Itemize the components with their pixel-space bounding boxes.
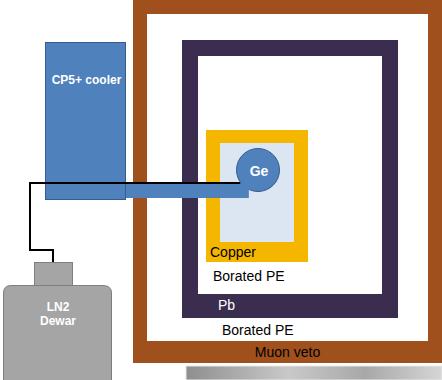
node-label: Pb [218,297,235,313]
ln2-dewar: LN2 Dewar [3,262,112,380]
node-label: Borated PE [213,268,285,284]
cold-finger [126,182,249,198]
node-label: Muon veto [133,344,442,360]
node-label: Copper [210,244,256,260]
node-label: LN2 Dewar [27,300,89,328]
node-label: Ge [237,163,281,179]
muon-veto-frame: Muon vetoBorated PEPbBorated PECopperGe [133,0,442,363]
cable-line [30,183,240,262]
lead-shield: Pb Borated PE Copper Ge [182,40,398,318]
copper-shield: Copper Ge [206,130,308,262]
cooler-box: CP5+ cooler [45,42,126,200]
borated-pe-layer: Borated PEPbBorated PECopperGe [147,14,428,341]
node-label: Borated PE [222,322,294,338]
node-label: CP5+ cooler [46,73,127,87]
borated-pe-layer: Borated PE Copper Ge [198,56,382,294]
ge-detector: Ge [236,148,280,192]
